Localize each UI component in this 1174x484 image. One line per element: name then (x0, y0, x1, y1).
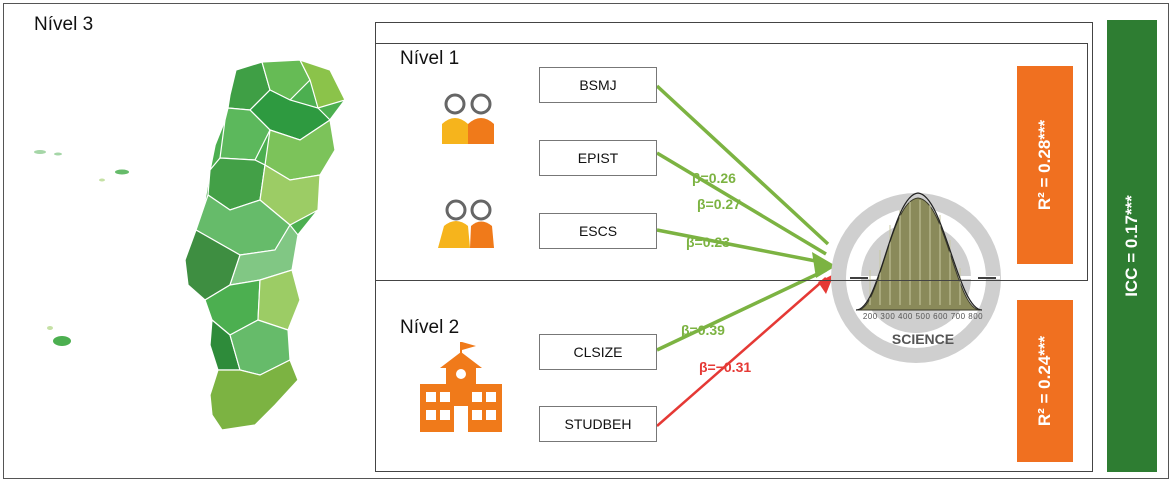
science-distribution-icon (831, 192, 1001, 363)
portugal-mainland (184, 58, 346, 431)
arrow-bsmj (655, 84, 830, 246)
science-axis-ticks: 200 300 400 500 600 700 800 (862, 312, 984, 321)
science-label: SCIENCE (891, 331, 955, 347)
variable-bsmj: BSMJ (539, 67, 657, 103)
variable-escs: ESCS (539, 213, 657, 249)
arrow-studbeh (656, 277, 827, 427)
beta-clsize: β=0.39 (681, 322, 725, 338)
path-arrows (655, 84, 836, 427)
level1-label: Nível 1 (400, 48, 460, 69)
students-icon (442, 93, 494, 144)
r2-level2-text: R² = 0.24*** (1035, 335, 1054, 427)
beta-escs: β=0.23 (686, 234, 730, 250)
arrowhead-positive (812, 252, 836, 278)
school-building-icon (420, 342, 502, 432)
variable-studbeh: STUDBEH (539, 406, 657, 442)
level3-label: Nível 3 (34, 14, 94, 35)
beta-bsmj: β=0.26 (692, 170, 736, 186)
icc-text: ICC = 0.17*** (1122, 195, 1141, 297)
figure-frame (3, 3, 1169, 479)
r2-level1-text: R² = 0.28*** (1035, 119, 1054, 211)
arrowhead-negative (818, 274, 834, 294)
arrow-clsize (656, 268, 827, 352)
variable-clsize: CLSIZE (539, 334, 657, 370)
variable-epist: EPIST (539, 140, 657, 176)
teachers-icon (438, 199, 494, 248)
level2-box (375, 22, 1093, 472)
r2-level1-box: R² = 0.28*** (1017, 66, 1073, 264)
r2-level2-box: R² = 0.24*** (1017, 300, 1073, 462)
level2-label: Nível 2 (400, 317, 460, 338)
icc-box: ICC = 0.17*** (1107, 20, 1157, 472)
arrow-epist (656, 151, 827, 256)
arrow-escs (656, 228, 827, 265)
islands (34, 150, 129, 346)
beta-studbeh: β=−0.31 (699, 359, 752, 375)
beta-epist: β=0.27 (697, 196, 741, 212)
